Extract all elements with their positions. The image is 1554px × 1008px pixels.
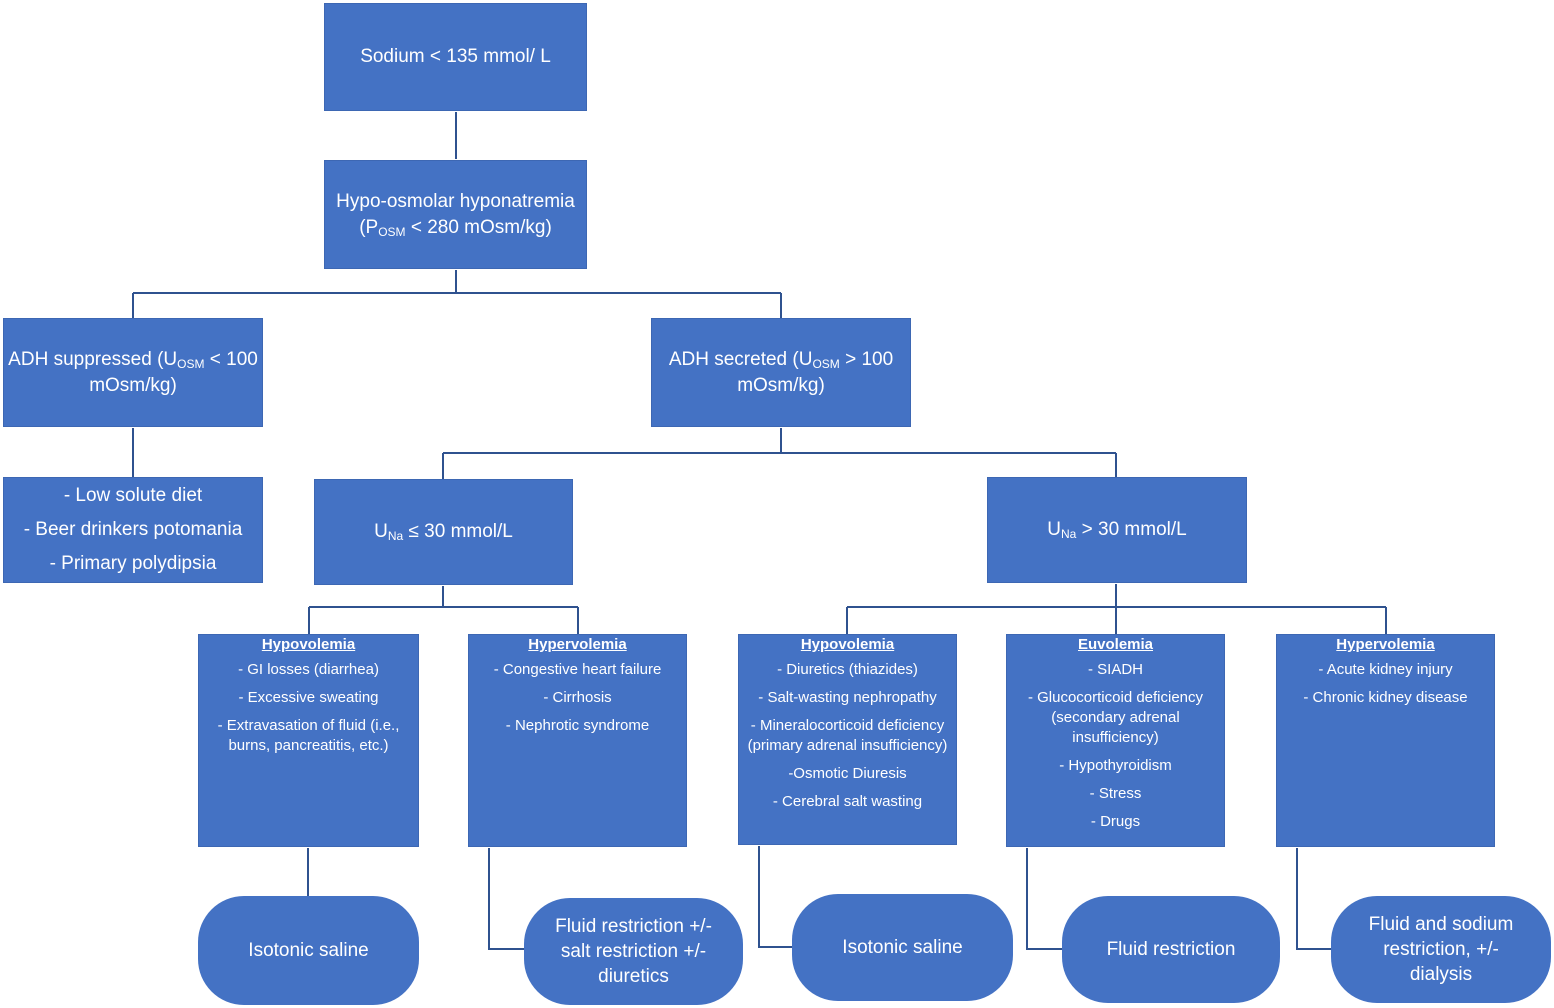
cause-item: - Primary polydipsia <box>49 553 217 574</box>
connector-treatment-2 <box>488 848 524 950</box>
connector-treatment-5 <box>1296 848 1331 950</box>
cause-item: - Stress <box>1089 785 1142 802</box>
category-euvolemia: Euvolemia - SIADH - Glucocorticoid defic… <box>1006 634 1225 847</box>
category-heading: Euvolemia <box>1077 636 1154 653</box>
cause-item: -Osmotic Diuresis <box>788 765 907 782</box>
category-heading: Hypovolemia <box>800 636 895 653</box>
text-part: ADH suppressed (U <box>8 348 178 370</box>
subscript: OSM <box>812 356 840 371</box>
category-heading: Hypervolemia <box>1336 636 1435 653</box>
node-urine-sodium-high: UNa > 30 mmol/L <box>987 477 1247 583</box>
treatment-fluid-restriction: Fluid restriction <box>1062 896 1280 1003</box>
node-suppressed-causes: - Low solute diet - Beer drinkers potoma… <box>3 477 263 583</box>
treatment-isotonic-saline-2: Isotonic saline <box>792 894 1013 1001</box>
node-text: ADH secreted (UOSM > 100 mOsm/kg) <box>655 347 907 399</box>
text-part: > 100 mOsm/kg) <box>737 348 894 396</box>
category-heading: Hypervolemia <box>528 636 627 653</box>
cause-item: - Drugs <box>1090 813 1141 830</box>
cause-item: - Mineralocorticoid deficiency (primary … <box>747 717 948 754</box>
category-heading: Hypovolemia <box>261 636 356 653</box>
treatment-text: Fluid restriction <box>1106 939 1236 960</box>
connector-treatment-3 <box>758 846 792 948</box>
treatment-fluid-sodium-restriction-dialysis: Fluid and sodium restriction, +/- dialys… <box>1331 896 1551 1003</box>
cause-item: - Diuretics (thiazides) <box>777 661 918 678</box>
cause-item: - Salt-wasting nephropathy <box>758 689 937 706</box>
cause-item: - Acute kidney injury <box>1318 661 1453 678</box>
cause-item: - Beer drinkers potomania <box>23 519 243 540</box>
category-hypervolemia-high-urine-sodium: Hypervolemia - Acute kidney injury - Chr… <box>1276 634 1495 847</box>
cause-item: - Congestive heart failure <box>493 661 662 678</box>
node-adh-suppressed: ADH suppressed (UOSM < 100 mOsm/kg) <box>3 318 263 427</box>
connector-urine-sodium-high-to-volume <box>846 584 1387 634</box>
node-text-line1: Hypo-osmolar hyponatremia <box>336 190 575 212</box>
cause-item: - Chronic kidney disease <box>1303 689 1468 706</box>
text-part: < 280 mOsm/kg) <box>405 216 552 238</box>
cause-item: - Excessive sweating <box>238 689 379 706</box>
cause-item: - Low solute diet <box>63 485 203 506</box>
text-part: U <box>1047 519 1062 540</box>
node-text: UNa ≤ 30 mmol/L <box>374 519 513 545</box>
subscript: Na <box>387 529 404 543</box>
cause-item: - GI losses (diarrhea) <box>238 661 379 678</box>
cause-item: - Cerebral salt wasting <box>772 793 923 810</box>
connector-hypo-osmolar-to-adh-branches <box>132 270 782 318</box>
node-hypo-osmolar-hyponatremia: Hypo-osmolar hyponatremia (POSM < 280 mO… <box>324 160 587 269</box>
text-part: ADH secreted (U <box>668 348 813 370</box>
node-sodium-threshold: Sodium < 135 mmol/ L <box>324 3 587 111</box>
node-text-line2: (POSM < 280 mOsm/kg) <box>359 215 552 241</box>
text-part: U <box>374 521 388 542</box>
cause-item: - Nephrotic syndrome <box>505 717 650 734</box>
subscript: Na <box>1061 527 1077 541</box>
node-adh-secreted: ADH secreted (UOSM > 100 mOsm/kg) <box>651 318 911 427</box>
connector-urine-sodium-low-to-volume <box>308 586 579 634</box>
category-hypovolemia-low-urine-sodium: Hypovolemia - GI losses (diarrhea) - Exc… <box>198 634 419 847</box>
subscript: OSM <box>177 356 205 371</box>
treatment-text: Fluid restriction +/- salt restriction +… <box>555 916 712 987</box>
connector-adh-secreted-to-urine-sodium <box>442 428 1117 479</box>
cause-item: - Extravasation of fluid (i.e., burns, p… <box>217 717 400 754</box>
node-urine-sodium-low: UNa ≤ 30 mmol/L <box>314 479 573 585</box>
cause-item: - Hypothyroidism <box>1059 757 1172 774</box>
treatment-fluid-salt-restriction-diuretics: Fluid restriction +/- salt restriction +… <box>524 898 743 1005</box>
treatment-text: Fluid and sodium restriction, +/- dialys… <box>1368 914 1514 985</box>
subscript: OSM <box>378 224 406 239</box>
category-hypervolemia-low-urine-sodium: Hypervolemia - Congestive heart failure … <box>468 634 687 847</box>
cause-item: - Cirrhosis <box>543 689 612 706</box>
node-text: Sodium < 135 mmol/ L <box>360 46 551 67</box>
treatment-isotonic-saline-1: Isotonic saline <box>198 896 419 1005</box>
cause-item: - Glucocorticoid deficiency (secondary a… <box>1027 689 1204 746</box>
node-text: ADH suppressed (UOSM < 100 mOsm/kg) <box>7 347 259 399</box>
category-hypovolemia-high-urine-sodium: Hypovolemia - Diuretics (thiazides) - Sa… <box>738 634 957 845</box>
treatment-text: Isotonic saline <box>842 937 963 958</box>
text-part: ≤ 30 mmol/L <box>403 521 513 542</box>
cause-item: - SIADH <box>1087 661 1143 678</box>
node-text: UNa > 30 mmol/L <box>1047 517 1186 543</box>
text-part: (P <box>359 216 379 238</box>
connector-treatment-4 <box>1026 848 1062 950</box>
text-part: < 100 mOsm/kg) <box>89 348 258 396</box>
text-part: > 30 mmol/L <box>1076 519 1187 540</box>
treatment-text: Isotonic saline <box>248 940 369 961</box>
